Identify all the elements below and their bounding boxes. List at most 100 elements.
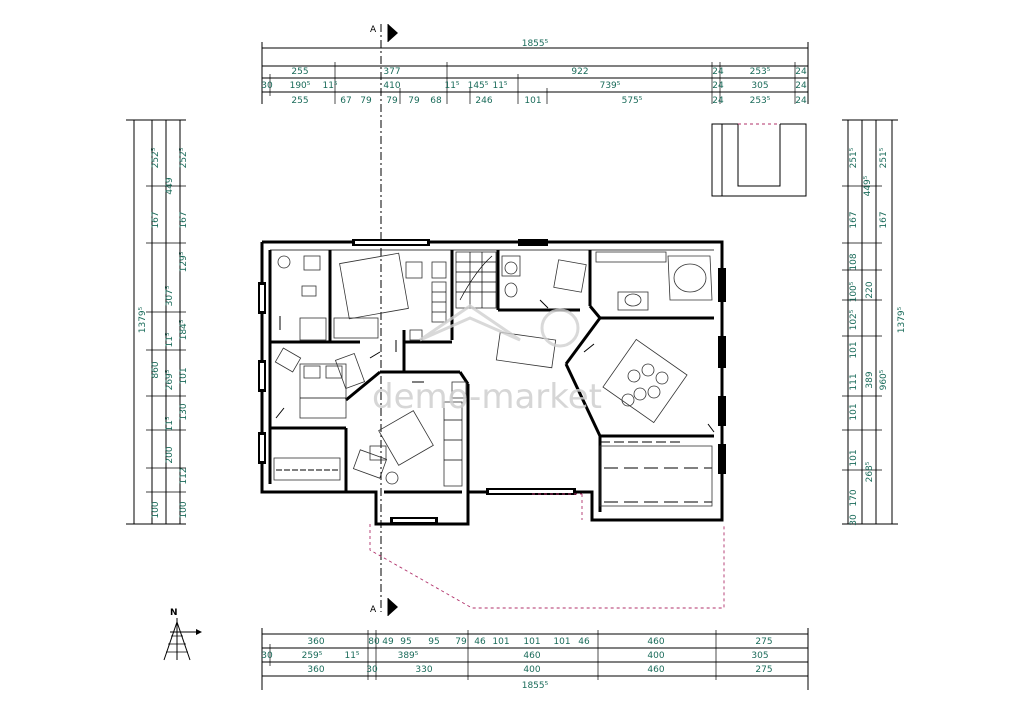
dim-left-10: 11⁵ [165, 416, 175, 431]
dim-left-14: 100 [179, 501, 189, 518]
dim-bot-r3-0: 360 [307, 665, 324, 675]
section-marker-top: A [370, 25, 377, 35]
dim-top-r2-6: 11⁵ [492, 81, 507, 91]
section-axis-a: A A [370, 24, 398, 616]
dim-right-7: 170 [849, 489, 859, 506]
dim-right-i6: 101 [849, 403, 859, 420]
dim-right-total: 1379⁵ [897, 306, 907, 333]
dim-right-2: 167 [849, 211, 859, 228]
dim-bot-r1-6: 46 [474, 637, 486, 647]
dim-top-r3-4: 79 [408, 96, 420, 106]
dim-left-5: 184⁵ [179, 319, 189, 340]
dim-right-5: 960⁵ [879, 369, 889, 390]
dim-right-8: 30 [849, 514, 859, 526]
dim-right-i8: 101 [849, 449, 859, 466]
dim-right-2b: 167 [879, 211, 889, 228]
dim-top-r2-7: 739⁵ [600, 81, 621, 91]
dim-left-0b: 252⁵ [179, 147, 189, 168]
dim-bot-r1-10: 46 [578, 637, 590, 647]
watermark: demo-market [372, 304, 602, 417]
dim-top-r3-9: 24 [712, 96, 724, 106]
dim-right-6: 268⁵ [865, 461, 875, 482]
dim-bot-r1-5: 79 [455, 637, 467, 647]
dim-bot-r2-6: 305 [751, 651, 768, 661]
dim-left-2b: 167 [179, 211, 189, 228]
dim-left-6: 11⁵ [165, 332, 175, 347]
dim-top-r3-3: 79 [386, 96, 398, 106]
dim-top-total: 1855⁵ [522, 39, 549, 49]
dim-top-r2-5: 145⁵ [468, 81, 489, 91]
dim-left-total: 1379⁵ [138, 306, 148, 333]
watermark-text: demo-market [372, 377, 602, 417]
dim-top-r3-10: 253⁵ [750, 96, 771, 106]
dim-right-1: 449⁵ [863, 175, 873, 196]
dim-bot-r1-1: 80 [368, 637, 380, 647]
dim-top-r1-2: 922 [571, 67, 588, 77]
dim-right-i4: 101 [849, 341, 859, 358]
dim-bot-r1-8: 101 [523, 637, 540, 647]
dim-bot-r3-1: 30 [366, 665, 378, 675]
dim-bot-r1-3: 95 [400, 637, 411, 647]
dim-top-r3-5: 68 [430, 96, 442, 106]
dim-right-i1: 108 [849, 253, 859, 270]
dim-left-2: 167 [151, 211, 161, 228]
dim-top-r1-4: 253⁵ [750, 67, 771, 77]
dim-left-12: 112 [179, 467, 189, 484]
dim-bot-r3-2: 330 [415, 665, 432, 675]
dim-left-13: 100 [151, 501, 161, 518]
section-marker-bottom: A [370, 605, 377, 615]
dim-bot-r3-5: 275 [755, 665, 772, 675]
dim-right-i3: 102⁵ [849, 309, 859, 330]
dim-right-i5: 111 [849, 373, 859, 390]
dim-top-r3-11: 24 [795, 96, 807, 106]
dim-bot-r2-0: 30 [261, 651, 273, 661]
dim-bot-r1-11: 460 [647, 637, 664, 647]
dim-left-4: 129⁵ [179, 251, 189, 272]
right-dimension-chain: 1379⁵ 251⁵ 251⁵ 449⁵ 167 167 108 220 100… [842, 119, 907, 526]
dim-bot-r1-2: 49 [382, 637, 394, 647]
dim-bot-r2-2: 11⁵ [344, 651, 359, 661]
windows [258, 239, 726, 524]
dim-left-1: 449 [165, 177, 175, 194]
staircase [455, 251, 497, 309]
dim-top-r3-2: 79 [360, 96, 372, 106]
dim-top-r2-0: 30 [261, 81, 273, 91]
dim-bot-r2-1: 259⁵ [302, 651, 323, 661]
dim-left-9: 130 [179, 403, 189, 420]
top-dimension-chain: 1855⁵ 255 377 922 24 253⁵ 24 30 190⁵ 11⁵… [261, 39, 809, 106]
terrace-outline [369, 123, 807, 609]
dim-left-11: 200 [165, 446, 175, 463]
dim-left-mid: 860 [151, 361, 161, 378]
dim-top-r1-0: 255 [291, 67, 308, 77]
dim-top-r3-8: 575⁵ [622, 96, 643, 106]
dim-bot-r1-7: 101 [492, 637, 509, 647]
north-label: N [170, 608, 178, 618]
dim-right-0: 251⁵ [849, 147, 859, 168]
dim-top-r2-3: 410 [383, 81, 400, 91]
dim-left-8: 101 [179, 367, 189, 384]
dim-bot-r2-3: 389⁵ [398, 651, 419, 661]
dim-bottom-total: 1855⁵ [522, 681, 549, 691]
bottom-dimension-chain: 360 80 49 95 95 79 46 101 101 101 46 460… [261, 628, 809, 691]
dim-top-r1-3: 24 [712, 67, 724, 77]
dim-right-3: 220 [865, 281, 875, 298]
dim-top-r2-4: 11⁵ [444, 81, 459, 91]
dim-left-0: 252⁵ [151, 147, 161, 168]
dim-bot-r2-5: 400 [647, 651, 664, 661]
dim-bot-r1-4: 95 [428, 637, 439, 647]
dim-top-r2-1: 190⁵ [290, 81, 311, 91]
dim-top-r3-0: 255 [291, 96, 308, 106]
left-dimension-chain: 1379⁵ 860 252⁵ 252⁵ 449 167 167 307⁵ 129… [126, 119, 189, 525]
dim-top-r3-6: 246 [475, 96, 492, 106]
dim-top-r1-5: 24 [795, 67, 807, 77]
dim-bot-r1-12: 275 [755, 637, 772, 647]
dim-bot-r3-4: 460 [647, 665, 664, 675]
north-arrow-icon: N [163, 608, 202, 661]
dim-right-4: 389 [865, 371, 875, 388]
dim-bot-r3-3: 400 [523, 665, 540, 675]
dim-left-7: 269⁵ [165, 369, 175, 390]
building-walls [260, 240, 724, 526]
dim-top-r1-1: 377 [383, 67, 400, 77]
dim-right-i2: 100⁵ [849, 281, 859, 302]
